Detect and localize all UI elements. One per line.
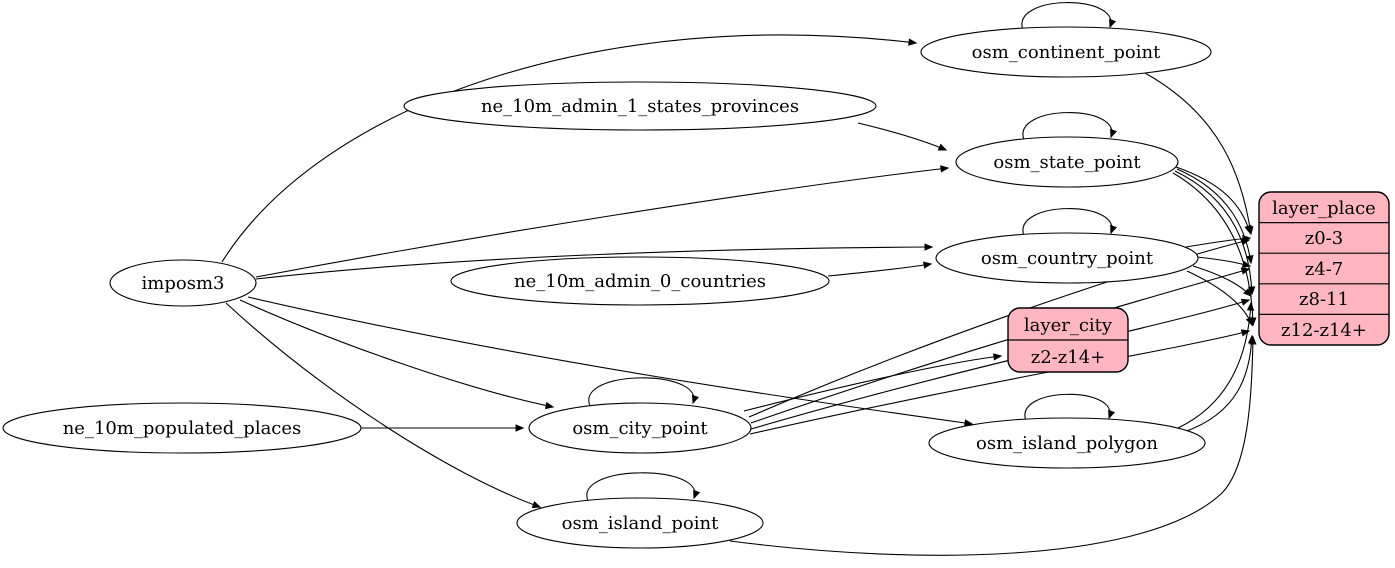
edge-osm_city_point-to-layer_city-z2-z14 <box>743 353 1003 412</box>
node-osm_island_polygon: osm_island_polygon <box>928 417 1206 469</box>
node-osm_state_point: osm_state_point <box>955 136 1179 188</box>
edge-ne_10m_admin_1_states_provinces-to-osm_state_point <box>857 122 948 151</box>
edge-imposm3-to-osm_continent_point <box>221 34 918 263</box>
edge-imposm3-to-osm_country_point <box>255 243 934 280</box>
edge-osm_city_point-to-layer_place-z4-7 <box>750 267 1251 424</box>
osm_island_point-label: osm_island_point <box>562 513 719 534</box>
edge-imposm3-to-osm_state_point <box>255 165 950 278</box>
osm_city_point-label: osm_city_point <box>572 418 708 439</box>
node-ne_10m_populated_places: ne_10m_populated_places <box>2 402 362 454</box>
selfloop-osm_state_point <box>1022 112 1118 141</box>
edge-imposm3-to-osm_island_polygon <box>247 296 974 427</box>
node-ne_10m_admin_0_countries: ne_10m_admin_0_countries <box>450 256 830 306</box>
edge-imposm3-to-osm_island_point <box>225 302 542 508</box>
layer_city-title: layer_city <box>1024 315 1113 336</box>
osm_island_polygon-label: osm_island_polygon <box>976 433 1158 454</box>
node-layer_place: layer_place z0-3 z4-7 z8-11 z12-z14+ <box>1258 191 1390 346</box>
imposm3-shape <box>109 259 257 307</box>
edge-osm_country_point-to-layer_place-z8-11 <box>1192 265 1252 297</box>
layer_place-title: layer_place <box>1272 198 1376 219</box>
edge-osm_country_point-to-layer_place-z12-z14 <box>1186 270 1253 327</box>
edge-osm_state_point-to-layer_place-z8-11 <box>1174 170 1256 296</box>
ne_10m_populated_places-shape <box>2 402 362 454</box>
osm_continent_point-shape <box>920 26 1212 78</box>
node-imposm3: imposm3 <box>109 259 257 307</box>
imposm3-label: imposm3 <box>142 273 225 294</box>
edge-imposm3-to-osm_city_point <box>239 299 555 410</box>
osm_city_point-shape <box>528 402 752 454</box>
osm_island_polygon-shape <box>928 417 1206 469</box>
node-osm_city_point: osm_city_point <box>528 402 752 454</box>
ne_10m_admin_0_countries-label: ne_10m_admin_0_countries <box>514 271 766 292</box>
layer_place-box <box>1258 191 1390 346</box>
osm_country_point-shape <box>935 232 1199 284</box>
osm_continent_point-label: osm_continent_point <box>972 42 1161 63</box>
edge-osm_city_point-to-layer_place-z12-z14 <box>749 329 1251 435</box>
node-ne_10m_admin_1_states_provinces: ne_10m_admin_1_states_provinces <box>403 81 877 131</box>
ne_10m_populated_places-label: ne_10m_populated_places <box>63 418 302 439</box>
edge-osm_state_point-to-layer_place-z4-7 <box>1176 168 1254 265</box>
edge-osm_island_point-to-layer_place-z12-z14 <box>729 335 1257 556</box>
layer_place-row-z8-11: z8-11 <box>1299 289 1349 310</box>
edge-osm_city_point-to-layer_place-z0-3 <box>748 238 1251 418</box>
edges <box>221 2 1257 556</box>
edge-osm_island_polygon-to-layer_place-z12-z14 <box>1183 334 1256 433</box>
layer_place-row-z0-3: z0-3 <box>1305 228 1343 249</box>
osm_island_point-shape <box>516 497 764 549</box>
layer_place-row-z4-7: z4-7 <box>1305 259 1343 280</box>
edge-ne_10m_admin_0_countries-to-osm_country_point <box>827 261 933 277</box>
ne_10m_admin_1_states_provinces-label: ne_10m_admin_1_states_provinces <box>481 96 799 117</box>
layer_place-row-z12-z14: z12-z14+ <box>1281 320 1367 341</box>
edge-osm_island_polygon-to-layer_place-z8-11 <box>1177 301 1255 429</box>
edge-osm_state_point-to-layer_place-z0-3 <box>1175 166 1252 235</box>
osm_state_point-label: osm_state_point <box>993 152 1141 173</box>
edge-osm_continent_point-to-layer_place-z0-3 <box>1144 72 1254 236</box>
osm_country_point-label: osm_country_point <box>981 248 1154 269</box>
selfloop-osm_city_point <box>588 377 699 407</box>
node-osm_continent_point: osm_continent_point <box>920 26 1212 78</box>
selfloop-osm_country_point <box>1022 208 1118 237</box>
selfloop-osm_island_point <box>586 472 701 502</box>
ne_10m_admin_0_countries-shape <box>450 256 830 306</box>
selfloop-osm_island_polygon <box>1024 393 1116 422</box>
layer_city-row-z2-z14: z2-z14+ <box>1031 347 1106 368</box>
selfloop-osm_continent_point <box>1021 2 1117 31</box>
edge-osm_country_point-to-layer_place-z4-7 <box>1196 256 1252 268</box>
ne_10m_admin_1_states_provinces-shape <box>403 81 877 131</box>
node-osm_island_point: osm_island_point <box>516 497 764 549</box>
node-layer_city: layer_city z2-z14+ <box>1007 307 1129 373</box>
node-osm_country_point: osm_country_point <box>935 232 1199 284</box>
edge-osm_city_point-to-layer_place-z8-11 <box>750 298 1251 430</box>
osm_state_point-shape <box>955 136 1179 188</box>
